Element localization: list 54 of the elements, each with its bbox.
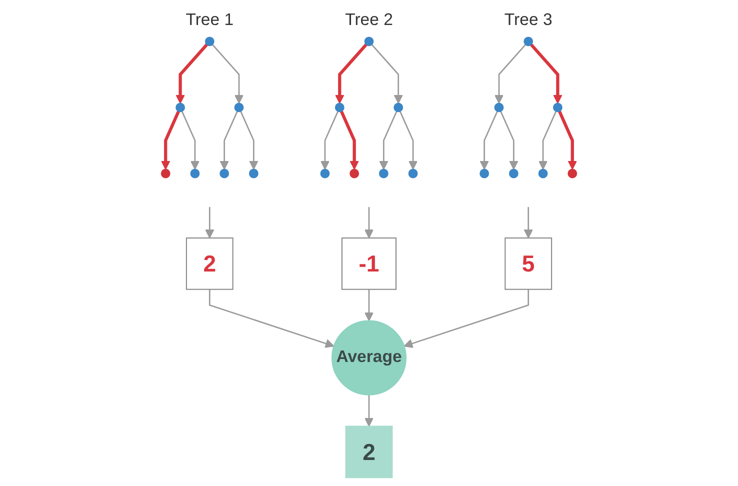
node-text: Tree 1	[186, 12, 234, 30]
arrow	[379, 111, 398, 170]
node-circle	[334, 102, 344, 112]
arrow	[404, 289, 530, 348]
node-circle	[320, 168, 330, 178]
node-circle	[160, 168, 170, 178]
node-text: Tree 3	[504, 12, 552, 30]
arrow	[161, 110, 180, 170]
arrow	[176, 44, 208, 104]
node-circle	[553, 102, 562, 112]
arrow	[208, 289, 334, 348]
node-circle	[394, 102, 404, 112]
node-circle	[350, 168, 360, 178]
arrow	[480, 111, 498, 170]
node-circle	[204, 36, 214, 46]
node-box: -1	[341, 237, 397, 290]
arrow	[220, 111, 238, 170]
node-text: Tree 2	[345, 12, 393, 30]
arrow	[340, 110, 359, 170]
node-circle	[508, 168, 518, 178]
arrow	[538, 111, 557, 170]
arrow	[364, 289, 374, 322]
arrow	[558, 110, 577, 170]
node-circle	[234, 102, 244, 112]
arrow	[399, 111, 418, 170]
node-circle: Average	[331, 320, 407, 396]
arrow	[494, 44, 526, 104]
arrow	[500, 111, 518, 170]
node-circle	[538, 168, 548, 178]
node-circle	[378, 168, 388, 178]
node-circle	[568, 168, 578, 178]
node-circle	[248, 168, 258, 178]
arrow	[371, 44, 403, 104]
arrow	[364, 206, 374, 238]
arrow	[181, 111, 200, 170]
arrow	[240, 111, 258, 170]
node-box: 2	[186, 237, 234, 290]
arrow	[335, 44, 368, 104]
node-circle	[480, 168, 490, 178]
arrow	[212, 44, 244, 104]
node-circle	[364, 36, 374, 46]
node-box: 2	[345, 426, 393, 478]
node-circle	[190, 168, 200, 178]
node-circle	[524, 36, 534, 46]
node-box: 5	[504, 237, 552, 290]
node-circle	[494, 102, 504, 112]
arrow	[205, 206, 214, 238]
arrow	[364, 394, 374, 427]
arrow	[530, 44, 562, 104]
arrow	[524, 206, 533, 238]
node-circle	[176, 102, 185, 112]
node-circle	[220, 168, 230, 178]
arrow	[320, 111, 339, 170]
node-circle	[408, 168, 418, 178]
